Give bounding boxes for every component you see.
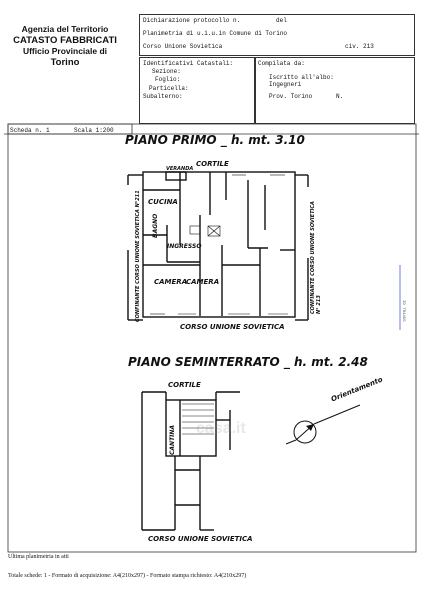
address-label: Corso Unione Sovietica [143,43,223,50]
cortile-label: CORTILE [168,381,201,389]
ultima-planimetria-note: Ultima planimetria in atti [8,554,69,560]
cortile-label: CORTILE [196,160,229,168]
watermark: casa.it [196,420,246,437]
planimetria-label: Planimetria di u.i.u.in Comune di Torino [143,30,288,37]
catasto-title: CATASTO FABBRICATI [13,35,117,46]
compilata-box [255,57,415,124]
ingresso-label: INGRESSO [167,243,202,250]
confine-right-label: CONFINANTE CORSO UNIONE SOVIETICA N° 213 [310,201,322,314]
dichiarazione-label: Dichiarazione protocollo n. [143,17,241,24]
corso-label: CORSO UNIONE SOVIETICA [180,323,285,331]
declaration-box [139,14,415,56]
subalterno-label: Subalterno: [143,93,183,100]
identificativi-label: Identificativi Catastali: [143,60,234,67]
identificativi-box [139,57,255,124]
side-id-text: ID TR4455 [401,300,405,322]
camera-label: CAMERA [154,278,188,286]
camera-label: CAMERA [186,278,220,286]
iscritto-label: Iscritto all'albo: [269,74,334,81]
scheda-label: Scheda n. 1 [10,127,50,134]
particella-label: Particella: [149,85,189,92]
veranda-label: VERANDA [166,166,194,172]
cucina-label: CUCINA [148,198,178,206]
prov-label: Prov. Torino [269,93,313,100]
ufficio-city: Torino [50,57,80,68]
compilata-label: Compilata da: [258,60,305,67]
piano-primo-title: PIANO PRIMO _ h. mt. 3.10 [125,133,305,147]
piano-seminterrato-title: PIANO SEMINTERRATO _ h. mt. 2.48 [128,355,368,369]
ufficio-label: Ufficio Provinciale di [22,46,108,56]
foglio-label: Foglio: [155,76,181,83]
bagno-label: BAGNO [152,213,159,238]
ingegneri-label: Ingegneri [269,81,302,88]
totale-schede-note: Totale schede: 1 - Formato di acquisizio… [8,573,247,579]
sezione-label: Sezione: [152,68,181,75]
agency-name: Agenzia del Territorio [21,24,109,34]
corso-label: CORSO UNIONE SOVIETICA [148,535,253,543]
scala-label: Scala 1:200 [74,127,114,134]
del-label: del [276,17,287,24]
civ-label: civ. 213 [345,43,374,50]
n-label: N. [336,93,344,100]
cantina-label: CANTINA [169,424,176,455]
agency-block: Agenzia del Territorio CATASTO FABBRICAT… [0,24,130,68]
confine-left-label: CONFINANTE CORSO UNIONE SOVIETICA N°211 [135,190,141,322]
